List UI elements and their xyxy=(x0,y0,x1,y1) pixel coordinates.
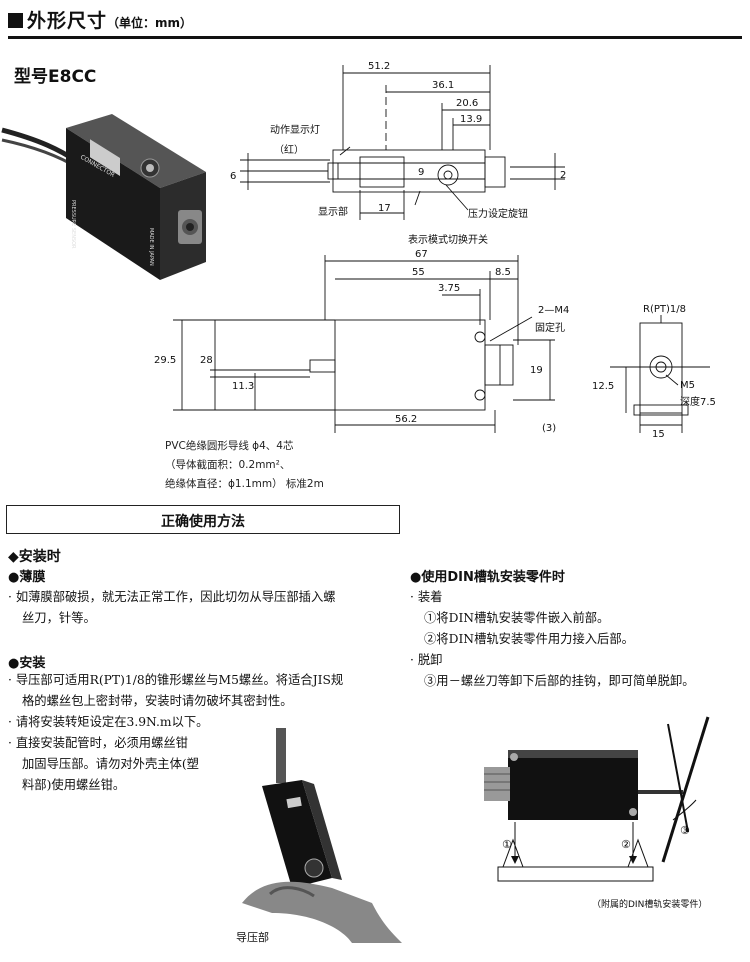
dim-15: 15 xyxy=(652,429,665,440)
dim-9: 9 xyxy=(418,167,424,178)
dim-29-5: 29.5 xyxy=(154,355,176,366)
m5-label: M5 xyxy=(680,380,695,391)
dim-2: 2 xyxy=(560,170,566,181)
dim-67: 67 xyxy=(415,249,428,260)
din-caption: （附属的DIN槽轨安装零件） xyxy=(592,900,708,910)
dim-8-5: 8.5 xyxy=(495,267,511,278)
section-title: 外形尺寸（单位：mm） xyxy=(8,6,192,33)
mount-hole-label-2: 固定孔 xyxy=(535,321,565,334)
dim-55: 55 xyxy=(412,267,425,278)
step-1-marker: ① xyxy=(502,838,512,851)
pressure-port-label: 导压部 xyxy=(236,931,269,944)
dim-6: 6 xyxy=(230,171,236,182)
din-rail-image: ① ② ③ xyxy=(484,716,710,882)
usage-section-title: 正确使用方法 xyxy=(161,514,245,530)
wrench-install-image xyxy=(242,728,402,943)
dim-13-9: 13.9 xyxy=(460,114,482,125)
din-instructions: · 装着 ①将DIN槽轨安装零件嵌入前部。 ②将DIN槽轨安装零件用力接入后部。… xyxy=(410,590,695,688)
step-2-marker: ② xyxy=(621,838,631,851)
dim-12-5: 12.5 xyxy=(592,381,614,392)
dim-36-1: 36.1 xyxy=(432,80,454,91)
mount-heading: ●安装 xyxy=(8,656,46,671)
mode-switch-label: 表示模式切换开关 xyxy=(408,233,488,246)
dim-17: 17 xyxy=(378,203,391,214)
film-text: · 如薄膜部破损，就无法正常工作，因此切勿从导压部插入螺 丝刀，针等。 xyxy=(8,590,336,625)
knob-label: 压力设定旋钮 xyxy=(468,207,528,220)
cable-spec: PVC绝缘圆形导线 ϕ4、4芯 （导体截面积：0.2mm²、 绝缘体直径：ϕ1.… xyxy=(165,440,324,490)
din-heading: ●使用DIN槽轨安装零件时 xyxy=(410,570,565,585)
dim-20-6: 20.6 xyxy=(456,98,478,109)
square-bullet-icon xyxy=(8,13,23,28)
indicator-label: 动作显示灯 xyxy=(270,124,320,136)
dim-19: 19 xyxy=(530,365,543,376)
step-3-marker: ③ xyxy=(680,824,690,837)
usage-section-box xyxy=(6,505,400,534)
unit-label: （单位：mm） xyxy=(107,16,193,30)
mount-text: · 导压部可适用R(PT)1/8的锥形螺丝与M5螺丝。将适合JIS规 格的螺丝包… xyxy=(8,673,344,792)
dim-56-2: 56.2 xyxy=(395,414,417,425)
dim-51-2: 51.2 xyxy=(368,61,390,72)
dimension-drawing: 51.2 36.1 20.6 13.9 动作显示灯 （红） 6 2 9 17 显… xyxy=(154,61,716,440)
header-rule xyxy=(8,36,742,39)
dim-28: 28 xyxy=(200,355,213,366)
dim-11-3: 11.3 xyxy=(232,381,254,392)
model-label: 型号E8CC xyxy=(14,67,97,87)
mount-hole-label: 2—M4 xyxy=(538,305,569,316)
sensor-product-image: CONNECTOR PRESSURE SENSOR MADE IN JAPAN xyxy=(1,114,206,280)
thread-label: R(PT)1/8 xyxy=(643,304,686,315)
display-label: 显示部 xyxy=(318,205,348,218)
dim-3-75: 3.75 xyxy=(438,283,460,294)
indicator-sublabel: （红） xyxy=(274,143,304,156)
dim-3: (3) xyxy=(542,423,556,434)
origin-text: MADE IN JAPAN xyxy=(148,228,154,266)
maker-text: PRESSURE SENSOR xyxy=(70,200,76,249)
install-heading: ◆安装时 xyxy=(8,549,61,565)
film-heading: ●薄膜 xyxy=(8,570,46,585)
depth-label: 深度7.5 xyxy=(680,395,716,408)
